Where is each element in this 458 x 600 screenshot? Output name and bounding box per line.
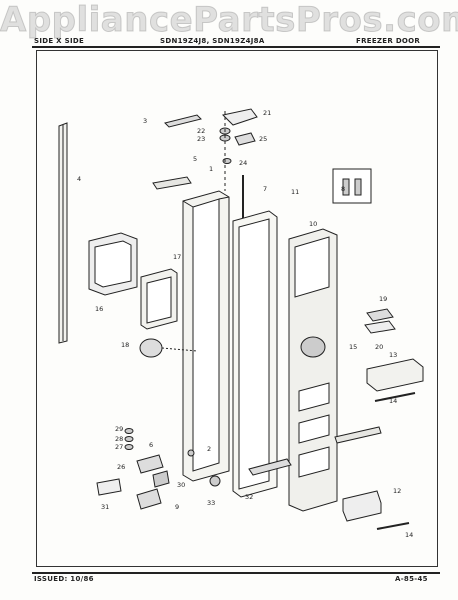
callout-label: 2 (207, 445, 211, 453)
callout-label: 14 (405, 531, 413, 539)
callout-label: 16 (95, 305, 103, 313)
part-handle (342, 490, 382, 522)
footer-rule (32, 572, 440, 574)
callout-label: 7 (263, 185, 267, 193)
header-model-type: SIDE X SIDE (34, 37, 85, 45)
header-section-title: FREEZER DOOR (356, 37, 421, 45)
callout-label: 11 (291, 188, 299, 196)
callout-label: 1 (209, 165, 213, 173)
callout-labels: 1 2 3 4 5 6 7 8 9 10 11 12 13 14 14 15 1… (77, 109, 413, 539)
callout-label: 9 (175, 503, 179, 511)
diagram-frame: 1 2 3 4 5 6 7 8 9 10 11 12 13 14 14 15 1… (36, 50, 438, 567)
footer-page-code: A-85-45 (395, 575, 428, 583)
callout-label: 29 (115, 425, 123, 433)
callout-label: 15 (349, 343, 357, 351)
callout-label: 25 (259, 135, 267, 143)
part-clip-inset (332, 168, 372, 204)
callout-label: 17 (173, 253, 181, 261)
callout-label: 8 (341, 185, 345, 193)
callout-label: 27 (115, 443, 123, 451)
callout-label: 26 (117, 463, 125, 471)
callout-label: 10 (309, 220, 317, 228)
callout-label: 13 (389, 351, 397, 359)
callout-label: 14 (389, 397, 397, 405)
callout-label: 4 (77, 175, 81, 183)
footer-issued-date: ISSUED: 10/86 (34, 575, 94, 583)
part-hinge-bar (164, 114, 202, 128)
callout-label: 5 (193, 155, 197, 163)
callout-label: 24 (239, 159, 247, 167)
callout-label: 32 (245, 493, 253, 501)
exploded-view-drawing: 1 2 3 4 5 6 7 8 9 10 11 12 13 14 14 15 1… (58, 108, 424, 539)
part-door-shelf (366, 358, 424, 392)
callout-label: 19 (379, 295, 387, 303)
callout-label: 12 (393, 487, 401, 495)
part-top-hinge (221, 108, 258, 126)
callout-label: 28 (115, 435, 123, 443)
watermark-logo: AppliancePartsPros.com (0, 0, 458, 41)
callout-label: 31 (101, 503, 109, 511)
callout-label: 21 (263, 109, 271, 117)
callout-label: 30 (177, 481, 185, 489)
callout-label: 6 (149, 441, 153, 449)
callout-label: 33 (207, 499, 215, 507)
callout-label: 22 (197, 127, 205, 135)
header-model-numbers: SDN19Z4J8, SDN19Z4J8A (160, 37, 265, 45)
callout-label: 3 (143, 117, 147, 125)
callout-label: 18 (121, 341, 129, 349)
callout-label: 20 (375, 343, 383, 351)
part-round-bin (139, 338, 163, 358)
header-rule (32, 46, 440, 48)
callout-label: 23 (197, 135, 205, 143)
